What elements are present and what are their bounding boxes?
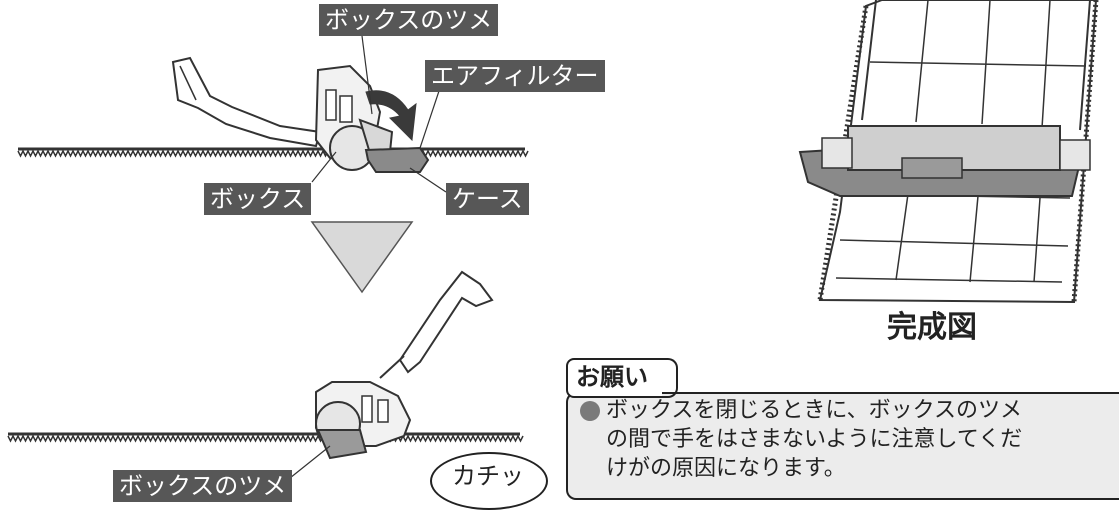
- label-box-claw-bottom: ボックスのツメ: [113, 470, 293, 502]
- note-line-3: けがの原因になります。: [606, 456, 846, 481]
- top-case: [364, 146, 430, 173]
- closing-arrow: [365, 90, 417, 142]
- top-lever: [171, 56, 322, 148]
- label-box: ボックス: [204, 183, 312, 215]
- bottom-filter-mesh: [7, 432, 524, 443]
- note-line-1: ボックスを閉じるときに、ボックスのツメ: [606, 398, 1023, 423]
- top-filter-mesh: [17, 147, 529, 158]
- down-triangle: [310, 221, 414, 294]
- bullet-icon: [580, 401, 600, 421]
- leader-box: [311, 151, 337, 183]
- leader-box-claw-top: [361, 35, 373, 115]
- note-title-cap: [662, 358, 678, 398]
- leader-box-claw-bottom: [289, 445, 331, 479]
- click-sound-text: カチッ: [452, 462, 524, 490]
- completed-case: [798, 125, 1091, 197]
- completed-caption: 完成図: [887, 310, 977, 345]
- note-box: [566, 392, 1119, 500]
- bottom-lever: [379, 270, 494, 379]
- label-box-claw-top: ボックスのツメ: [319, 4, 499, 36]
- leader-case: [409, 167, 447, 193]
- label-case: ケース: [446, 183, 529, 215]
- top-box-body: [314, 64, 394, 171]
- note-line-2: の間で手をはさまないように注意してくだ: [606, 427, 1023, 452]
- note-title: お願い: [566, 358, 662, 398]
- leader-air-filter: [419, 87, 441, 149]
- label-air-filter: エアフィルター: [425, 60, 605, 92]
